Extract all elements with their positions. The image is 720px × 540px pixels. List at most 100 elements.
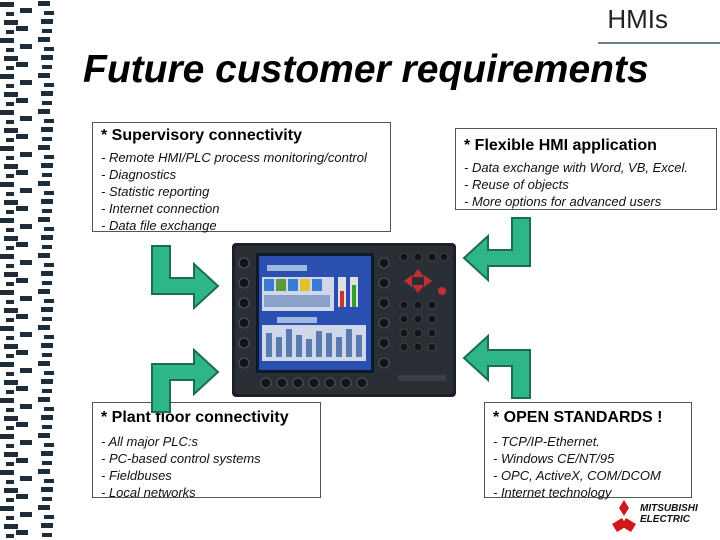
border-tile bbox=[0, 254, 14, 259]
border-tile bbox=[38, 253, 50, 258]
border-tile bbox=[16, 206, 28, 211]
border-tile bbox=[6, 498, 14, 502]
border-tile bbox=[38, 217, 50, 222]
header-rule bbox=[598, 42, 720, 44]
box-list: - TCP/IP-Ethernet. - Windows CE/NT/95 - … bbox=[493, 433, 683, 501]
border-tile bbox=[38, 397, 50, 402]
border-tile bbox=[6, 390, 14, 394]
border-tile bbox=[6, 84, 14, 88]
border-tile bbox=[44, 83, 54, 87]
border-tile bbox=[42, 65, 52, 69]
border-tile bbox=[6, 228, 14, 232]
border-tile bbox=[38, 361, 50, 366]
border-tile bbox=[41, 91, 53, 96]
border-tile bbox=[42, 245, 52, 249]
border-tile bbox=[6, 480, 14, 484]
border-tile bbox=[0, 434, 14, 439]
logo-line-2: ELECTRIC bbox=[640, 514, 698, 525]
border-tile bbox=[20, 44, 32, 49]
list-item: - TCP/IP-Ethernet. bbox=[493, 433, 683, 450]
list-item: - More options for advanced users bbox=[464, 193, 708, 210]
border-tile bbox=[38, 469, 50, 474]
decorative-border bbox=[0, 0, 64, 540]
box-list: - Remote HMI/PLC process monitoring/cont… bbox=[101, 149, 382, 234]
border-tile bbox=[38, 145, 50, 150]
border-tile bbox=[20, 404, 32, 409]
border-tile bbox=[20, 80, 32, 85]
border-tile bbox=[16, 62, 28, 67]
list-item: - Diagnostics bbox=[101, 166, 382, 183]
border-tile bbox=[6, 246, 14, 250]
list-item: - Remote HMI/PLC process monitoring/cont… bbox=[101, 149, 382, 166]
border-tile bbox=[16, 458, 28, 463]
border-tile bbox=[41, 199, 53, 204]
border-tile bbox=[0, 146, 14, 151]
box-list: - All major PLC:s - PC-based control sys… bbox=[101, 433, 312, 501]
border-tile bbox=[20, 152, 32, 157]
border-tile bbox=[6, 102, 14, 106]
plant-floor-box: * Plant floor connectivity - All major P… bbox=[92, 402, 321, 498]
border-tile bbox=[20, 332, 32, 337]
border-tile bbox=[41, 379, 53, 384]
list-item: - PC-based control systems bbox=[101, 450, 312, 467]
border-tile bbox=[44, 263, 54, 267]
border-tile bbox=[38, 325, 50, 330]
box-heading: * OPEN STANDARDS ! bbox=[493, 409, 683, 427]
border-tile bbox=[4, 452, 18, 457]
border-tile bbox=[6, 138, 14, 142]
section-tag: HMIs bbox=[607, 4, 668, 35]
border-tile bbox=[42, 533, 52, 537]
border-tile bbox=[4, 200, 18, 205]
list-item: - Local networks bbox=[101, 484, 312, 501]
list-item: - Fieldbuses bbox=[101, 467, 312, 484]
border-tile bbox=[41, 523, 53, 528]
border-tile bbox=[38, 433, 50, 438]
list-item: - Statistic reporting bbox=[101, 183, 382, 200]
border-tile bbox=[44, 191, 54, 195]
border-tile bbox=[41, 163, 53, 168]
border-tile bbox=[0, 218, 14, 223]
border-tile bbox=[4, 416, 18, 421]
border-tile bbox=[6, 174, 14, 178]
border-tile bbox=[44, 11, 54, 15]
border-tile bbox=[4, 272, 18, 277]
border-tile bbox=[0, 110, 14, 115]
flexible-hmi-box: * Flexible HMI application - Data exchan… bbox=[455, 128, 717, 210]
arrow-top-right-icon bbox=[462, 216, 532, 284]
border-tile bbox=[42, 317, 52, 321]
border-tile bbox=[0, 470, 14, 475]
border-tile bbox=[6, 372, 14, 376]
border-tile bbox=[4, 524, 18, 529]
arrow-top-left-icon bbox=[150, 244, 220, 312]
border-tile bbox=[4, 128, 18, 133]
border-tile bbox=[0, 398, 14, 403]
border-tile bbox=[38, 73, 50, 78]
border-tile bbox=[42, 101, 52, 105]
border-tile bbox=[41, 235, 53, 240]
supervisory-connectivity-box: * Supervisory connectivity - Remote HMI/… bbox=[92, 122, 391, 232]
border-tile bbox=[38, 1, 50, 6]
border-tile bbox=[44, 479, 54, 483]
border-tile bbox=[20, 224, 32, 229]
list-item: - Windows CE/NT/95 bbox=[493, 450, 683, 467]
border-tile bbox=[44, 155, 54, 159]
border-tile bbox=[44, 443, 54, 447]
border-tile bbox=[16, 314, 28, 319]
border-tile bbox=[42, 461, 52, 465]
border-tile bbox=[41, 307, 53, 312]
border-tile bbox=[44, 371, 54, 375]
border-tile bbox=[6, 282, 14, 286]
border-tile bbox=[42, 137, 52, 141]
border-tile bbox=[44, 515, 54, 519]
border-tile bbox=[16, 242, 28, 247]
border-tile bbox=[20, 296, 32, 301]
border-tile bbox=[4, 164, 18, 169]
border-tile bbox=[6, 12, 14, 16]
border-tile bbox=[6, 264, 14, 268]
border-tile bbox=[6, 408, 14, 412]
border-tile bbox=[42, 173, 52, 177]
border-tile bbox=[6, 120, 14, 124]
border-tile bbox=[6, 66, 14, 70]
list-item: - Internet connection bbox=[101, 200, 382, 217]
border-tile bbox=[4, 236, 18, 241]
